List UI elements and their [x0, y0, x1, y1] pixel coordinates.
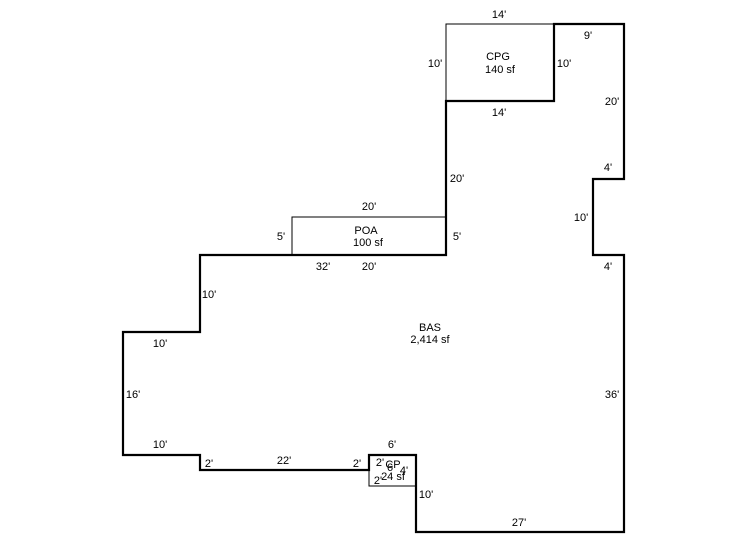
bas-area: 2,414 sf [410, 334, 450, 346]
dim-step-in-height: 10' [574, 212, 588, 224]
dim-poa-right: 5' [453, 231, 461, 243]
poa-code: POA [354, 225, 378, 237]
dim-notch-right: 10' [419, 489, 433, 501]
poa-area: 100 sf [353, 237, 384, 249]
dim-left-lower-step: 10' [153, 439, 167, 451]
cpg-area: 140 sf [485, 64, 516, 76]
dim-cpg-bottom: 14' [492, 107, 506, 119]
dim-bottom-left-end: 2' [205, 458, 213, 470]
dim-poa-left: 5' [277, 231, 285, 243]
dim-step-in-bottom: 4' [604, 261, 612, 273]
bas-code: BAS [419, 322, 441, 334]
dim-cp-left-top: 2' [376, 457, 384, 469]
dim-right-lower: 36' [605, 389, 619, 401]
dim-cpg-left: 10' [428, 58, 442, 70]
dim-bottom-notch-end: 2' [353, 458, 361, 470]
dim-cpg-right: 10' [557, 58, 571, 70]
dim-central-rise: 20' [450, 173, 464, 185]
dim-left-side: 16' [126, 389, 140, 401]
dim-cp-left-bottom: 2' [374, 475, 382, 487]
cp-overlap-digits: 6 [387, 462, 393, 474]
dim-top-right: 9' [584, 30, 592, 42]
cp-area: 24 sf [381, 471, 406, 483]
dim-cp-top: 6' [388, 439, 396, 451]
dim-cpg-top: 14' [492, 9, 506, 21]
cp-overlap-dim: 4' [400, 465, 408, 477]
dim-top-left-run: 32' [316, 261, 330, 273]
dim-step-in-top: 4' [604, 162, 612, 174]
dim-poa-top: 20' [362, 201, 376, 213]
bas-perimeter [121, 22, 626, 534]
dim-top-poa-run: 20' [362, 261, 376, 273]
dim-bottom-middle: 22' [277, 455, 291, 467]
cp-code: CP [385, 459, 400, 471]
dim-left-upper-rise: 10' [202, 289, 216, 301]
dim-right-upper: 20' [605, 96, 619, 108]
dim-bottom-right: 27' [512, 517, 526, 529]
cpg-code: CPG [486, 51, 510, 63]
dim-left-upper-step: 10' [153, 338, 167, 350]
